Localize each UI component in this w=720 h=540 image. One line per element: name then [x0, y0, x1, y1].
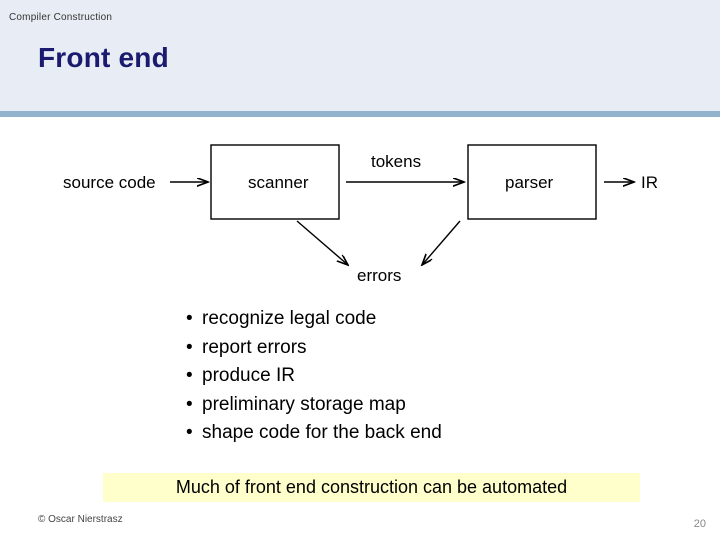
- diagram-label-errors: errors: [357, 266, 401, 285]
- bullet-marker: •: [186, 393, 193, 415]
- bullet-list: • recognize legal code • report errors • pr…: [186, 305, 442, 448]
- diagram-label-tokens: tokens: [371, 152, 421, 171]
- arrow-scanner-to-errors: [296, 220, 348, 265]
- highlight-text: Much of front end construction can be au…: [175, 477, 568, 497]
- diagram-box-scanner: [210, 144, 340, 220]
- arrow-parser-to-errors: [422, 220, 461, 265]
- footer-copyright: © Oscar Nierstrasz: [38, 514, 123, 525]
- list-item-label: shape code for the back end: [202, 422, 442, 443]
- diagram-box-parser: [467, 144, 597, 220]
- page-title: Front end: [38, 42, 169, 73]
- highlight-callout: Much of front end construction can be au…: [103, 473, 640, 502]
- header-divider: [0, 111, 720, 117]
- list-item-label: preliminary storage map: [202, 393, 406, 415]
- header-band: [0, 0, 720, 111]
- diagram-label-scanner: scanner: [248, 173, 309, 192]
- bullet-marker: •: [186, 308, 193, 329]
- course-kicker: Compiler Construction: [9, 12, 113, 23]
- list-item: • produce IR: [186, 362, 442, 391]
- list-item-label: report errors: [202, 336, 307, 358]
- bullet-marker: •: [186, 336, 193, 358]
- bullet-marker: •: [186, 365, 193, 386]
- front-end-pipeline-diagram: source code scanner tokens parser IR err…: [0, 125, 720, 300]
- list-item-label: produce IR: [202, 365, 295, 386]
- diagram-label-ir: IR: [641, 173, 658, 192]
- list-item-label: recognize legal code: [202, 308, 377, 329]
- list-item: • preliminary storage map: [186, 391, 442, 420]
- diagram-label-parser: parser: [505, 173, 554, 192]
- list-item: • report errors: [186, 334, 442, 363]
- diagram-label-source-code: source code: [63, 173, 156, 192]
- footer-page-number: 20: [693, 518, 706, 530]
- bullet-marker: •: [186, 422, 193, 443]
- list-item: • recognize legal code: [186, 305, 442, 334]
- list-item: • shape code for the back end: [186, 419, 442, 448]
